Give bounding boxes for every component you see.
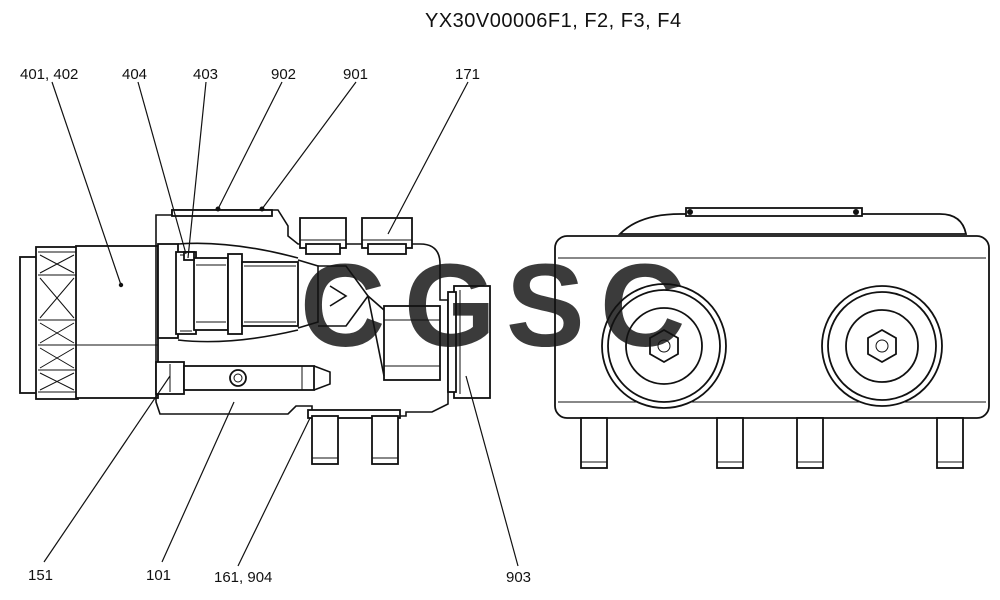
watermark-letter-g: G <box>404 240 496 372</box>
callout-151: 151 <box>28 567 53 584</box>
callout-404: 404 <box>122 66 147 83</box>
fitting-171 <box>361 217 413 255</box>
callout-labels: 401, 402 404 403 902 901 171 151 101 161… <box>20 66 531 586</box>
callout-903: 903 <box>506 569 531 586</box>
watermark-letter-c1: C <box>300 240 385 372</box>
sleeve-401-402 <box>75 245 159 399</box>
side-section-view <box>19 206 491 465</box>
hex-nut-left <box>19 246 79 400</box>
watermark-letter-c2: C <box>600 240 685 372</box>
callout-902: 902 <box>271 66 296 83</box>
body-101 <box>155 209 449 417</box>
callout-403: 403 <box>193 66 218 83</box>
callout-901: 901 <box>343 66 368 83</box>
diagram-title: YX30V00006F1, F2, F3, F4 <box>425 10 682 32</box>
front-view <box>554 207 990 469</box>
fitting-901 <box>299 217 347 255</box>
front-bolts <box>580 417 964 469</box>
bolts-161-904 <box>307 409 401 465</box>
callout-171: 171 <box>455 66 480 83</box>
callout-401-402: 401, 402 <box>20 66 78 83</box>
watermark-letter-s: S <box>506 240 585 372</box>
right-port <box>821 285 943 407</box>
bore-404-403 <box>157 243 179 339</box>
callout-161-904: 161, 904 <box>214 569 272 586</box>
left-port <box>601 283 727 409</box>
callout-101: 101 <box>146 567 171 584</box>
cgsc-watermark: C G S C <box>300 240 685 372</box>
leader-lines <box>43 81 519 567</box>
